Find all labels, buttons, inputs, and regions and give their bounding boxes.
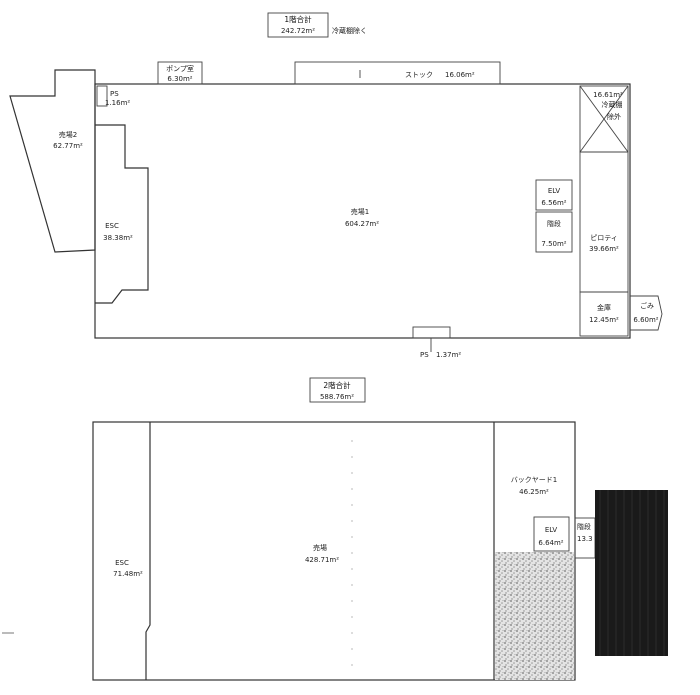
elv-1f-area: 6.56m² — [541, 199, 566, 207]
room-stairs-1f: 階段 7.50m² — [535, 211, 573, 253]
stairs-1f-area: 7.50m² — [541, 240, 566, 248]
sales2-area: 62.77m² — [53, 142, 83, 150]
pump-name: ポンプ室 — [166, 64, 194, 73]
room-top-right: 16.61m² 冷蔵棚 除外 — [579, 85, 629, 153]
floor1-total-title: 1階合計 — [284, 14, 312, 24]
black-block — [595, 490, 668, 656]
esc-2f-name: ESC — [115, 559, 129, 567]
stairs-1f-name: 階段 — [547, 219, 561, 228]
esc-1f-name: ESC — [105, 222, 119, 230]
room-sales2: 売場2 62.77m² — [9, 69, 96, 253]
elv-1f-name: ELV — [548, 187, 561, 195]
floor1-total-area: 242.72m² — [281, 27, 315, 35]
sales2-name: 売場2 — [59, 130, 77, 139]
stippled-area — [495, 552, 574, 680]
room-ps-top: PS 1.16m² — [96, 85, 130, 107]
esc-1f-area: 38.38m² — [103, 234, 133, 242]
sales1-name: 売場1 — [351, 207, 369, 216]
trash-area: 6.60m² — [633, 316, 658, 324]
vault-area: 12.45m² — [589, 316, 619, 324]
room-pump: ポンプ室 6.30m² — [157, 61, 203, 85]
room-pilotis: ピロティ 39.66m² — [579, 151, 629, 293]
top-right-name: 冷蔵棚 — [602, 100, 623, 109]
sales1-area: 604.27m² — [345, 220, 379, 228]
floor1-plan: 1階合計 242.72m² 冷蔵棚除く 売場2 62.77m² PS 1.16m… — [9, 12, 663, 359]
floor1-total-box: 1階合計 242.72m² 冷蔵棚除く — [267, 12, 367, 38]
room-elv-1f: ELV 6.56m² — [535, 179, 573, 211]
backyard-name: バックヤード1 — [511, 476, 557, 484]
stairs-2f-area: 13.3 — [577, 535, 593, 543]
sales-2f-area: 428.71m² — [305, 556, 339, 564]
room-backyard: バックヤード1 46.25m² — [511, 476, 557, 496]
room-elv-2f: ELV 6.64m² — [533, 516, 570, 552]
backyard-area: 46.25m² — [519, 488, 549, 496]
room-stairs-2f: 階段 13.3 — [574, 517, 596, 559]
vault-name: 金庫 — [597, 303, 611, 312]
floor2-total-title: 2階合計 — [323, 380, 351, 390]
stock-name: ストック — [405, 71, 433, 79]
pilotis-name: ピロティ — [590, 234, 618, 242]
esc-2f-area: 71.48m² — [113, 570, 143, 578]
top-right-area: 16.61m² — [593, 91, 623, 99]
top-right-extra: 除外 — [607, 112, 621, 121]
room-esc-1f: ESC 38.38m² — [95, 124, 149, 304]
black-block-hatch — [599, 490, 665, 656]
room-ps-bottom: PS 1.37m² — [412, 326, 461, 359]
room-sales-2f: 売場 428.71m² — [305, 543, 339, 564]
floor2-plan: 2階合計 588.76m² ESC 71.48m² 売場 428.71m² バッ… — [2, 377, 668, 681]
sales-2f-name: 売場 — [313, 543, 327, 552]
stock-area: 16.06m² — [445, 71, 475, 79]
ps-top-name: PS — [110, 90, 119, 98]
ps-bottom-area: 1.37m² — [436, 351, 461, 359]
room-esc-2f: ESC 71.48m² — [113, 422, 151, 680]
floor2-total-box: 2階合計 588.76m² — [309, 377, 366, 403]
pump-area: 6.30m² — [167, 75, 192, 83]
room-trash: ごみ 6.60m² — [630, 295, 663, 331]
floor2-total-area: 588.76m² — [320, 393, 354, 401]
room-vault: 金庫 12.45m² — [579, 291, 629, 337]
ps-bottom-name: PS — [420, 351, 429, 359]
elv-2f-name: ELV — [545, 526, 558, 534]
ps-top-area: 1.16m² — [105, 99, 130, 107]
stairs-2f-name: 階段 — [577, 522, 591, 531]
elv-2f-area: 6.64m² — [538, 539, 563, 547]
pilotis-area: 39.66m² — [589, 245, 619, 253]
room-stock: ストック 16.06m² — [294, 61, 501, 85]
room-sales1: 売場1 604.27m² — [345, 207, 379, 228]
floor1-total-note: 冷蔵棚除く — [332, 26, 367, 35]
trash-name: ごみ — [640, 301, 654, 310]
